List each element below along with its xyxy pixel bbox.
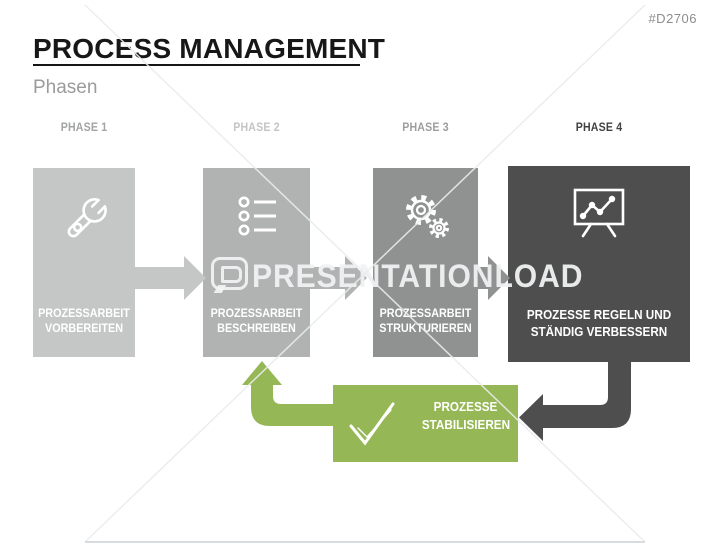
page-title: PROCESS MANAGEMENT [33, 33, 386, 64]
phase-4-label: PHASE 4 [575, 122, 623, 134]
gears-icon [405, 195, 449, 238]
dark-elbow-arrow-down-left [519, 362, 631, 441]
phase-1-caption: PROZESSARBEIT VORBEREITEN [38, 306, 130, 335]
phase-3-caption: PROZESSARBEIT STRUKTURIEREN [379, 306, 472, 335]
loop-box: PROZESSE STABILISIEREN [333, 385, 518, 462]
phase-4-caption: PROZESSE REGELN UND STÄNDIG VERBESSERN [526, 307, 672, 339]
phase-2-caption: PROZESSARBEIT BESCHREIBEN [210, 306, 303, 335]
phase-2-label: PHASE 2 [233, 122, 280, 134]
chart-board-icon [573, 188, 625, 238]
loop-box-caption: PROZESSE STABILISIEREN [421, 399, 511, 432]
green-elbow-arrow-up [242, 361, 333, 426]
checklist-icon [237, 196, 276, 236]
watermark-text: PRESENTATIONLOAD [252, 258, 584, 294]
phase-3-label: PHASE 3 [402, 122, 449, 134]
phase-1-label: PHASE 1 [60, 122, 108, 134]
double-checkmark-icon [349, 402, 395, 446]
presentationload-logo-icon [211, 257, 248, 293]
arrow-phase1-to-phase2 [134, 256, 206, 300]
phase-1-box: PROZESSARBEIT VORBEREITEN [33, 168, 135, 357]
page-subtitle: Phasen [33, 77, 98, 98]
title-underline [33, 64, 360, 66]
template-ref-code: #D2706 [648, 11, 697, 26]
wrench-icon [67, 198, 107, 238]
